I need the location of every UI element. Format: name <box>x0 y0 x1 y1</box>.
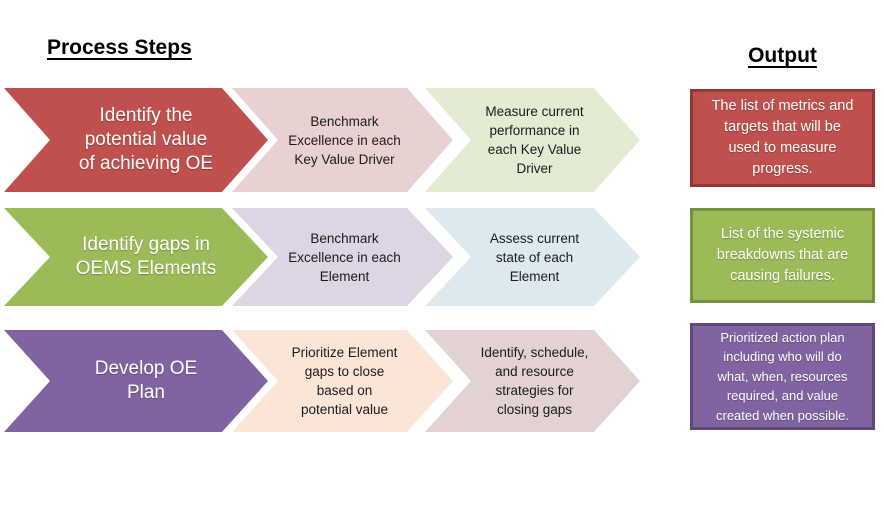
output-box-metrics-targets: The list of metrics and targets that wil… <box>690 89 875 187</box>
output-title: Output <box>748 44 817 67</box>
chevron-identify-gaps-oems: Identify gaps in OEMS Elements <box>4 208 268 306</box>
output-box-systemic-breakdowns: List of the systemic breakdowns that are… <box>690 208 875 303</box>
chevron-develop-oe-plan: Develop OE Plan <box>4 330 268 432</box>
chevron-identify-schedule-resource: Identify, schedule, and resource strateg… <box>425 330 640 432</box>
chevron-prioritize-element-gaps: Prioritize Element gaps to close based o… <box>232 330 453 432</box>
chevron-identify-potential-value: Identify the potential value of achievin… <box>4 88 268 192</box>
chevron-assess-current-state: Assess current state of each Element <box>425 208 640 306</box>
process-steps-title: Process Steps <box>47 36 192 59</box>
output-box-prioritized-action-plan: Prioritized action plan including who wi… <box>690 323 875 430</box>
chevron-measure-current-performance: Measure current performance in each Key … <box>425 88 640 192</box>
